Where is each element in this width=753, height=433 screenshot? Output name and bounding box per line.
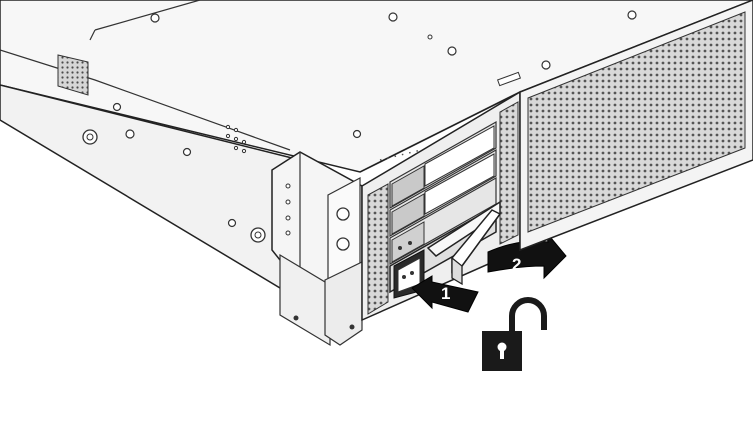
drive-bay-1 [389,120,497,210]
chassis-side-panel [0,49,301,302]
side-mesh-panel [519,0,753,252]
step-1-arrow: 1 [411,275,479,313]
chassis-top-cover [0,0,753,173]
step-2-arrow: 2 [487,231,567,280]
rack-mount-ear [271,151,363,347]
step-2-number: 2 [512,255,521,274]
step-1-number: 1 [441,284,450,303]
drive-bay-2 [389,148,497,238]
open-padlock-icon [482,297,547,371]
drive-release-lever[interactable] [426,200,502,286]
